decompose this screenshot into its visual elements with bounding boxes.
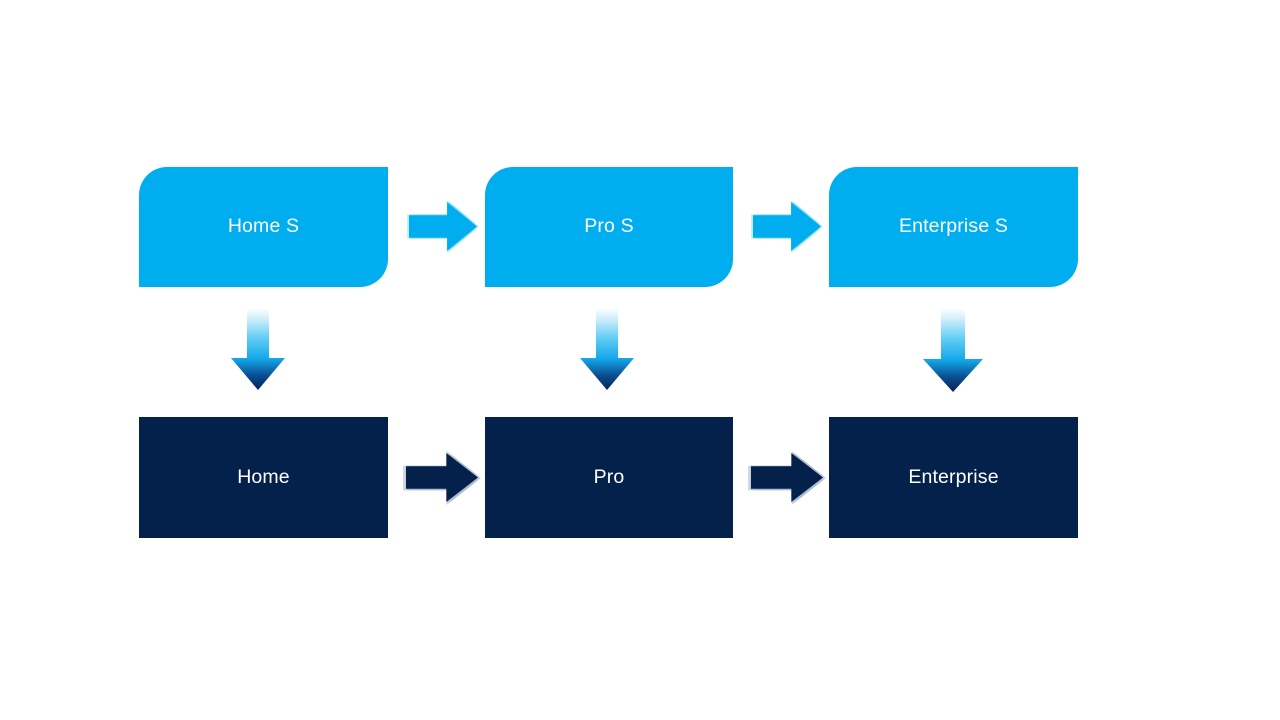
arrow-down-icon-pro-s-to-pro <box>580 308 634 390</box>
node-label: Pro <box>593 465 625 488</box>
arrow-down-icon-home-s-to-home <box>231 308 285 390</box>
node-home-s[interactable]: Home S <box>139 167 388 287</box>
node-home[interactable]: Home <box>139 417 388 538</box>
node-enterprise-s[interactable]: Enterprise S <box>829 167 1078 287</box>
arrow-down-icon-enterprise-s-to-enterprise <box>923 308 983 392</box>
node-label: Enterprise S <box>898 215 1009 238</box>
node-label: Home <box>237 465 290 488</box>
node-label: Enterprise <box>908 465 999 488</box>
node-pro-s[interactable]: Pro S <box>485 167 733 287</box>
node-enterprise[interactable]: Enterprise <box>829 417 1078 538</box>
node-label: Pro S <box>584 215 634 238</box>
node-label: Home S <box>227 215 300 238</box>
arrow-right-icon-home-to-pro <box>406 453 478 502</box>
arrow-right-icon-pro-to-enterprise <box>751 453 823 502</box>
arrow-right-icon-home-s-to-pro-s <box>409 202 477 251</box>
node-pro[interactable]: Pro <box>485 417 733 538</box>
arrow-right-icon-pro-s-to-enterprise-s <box>753 202 821 251</box>
